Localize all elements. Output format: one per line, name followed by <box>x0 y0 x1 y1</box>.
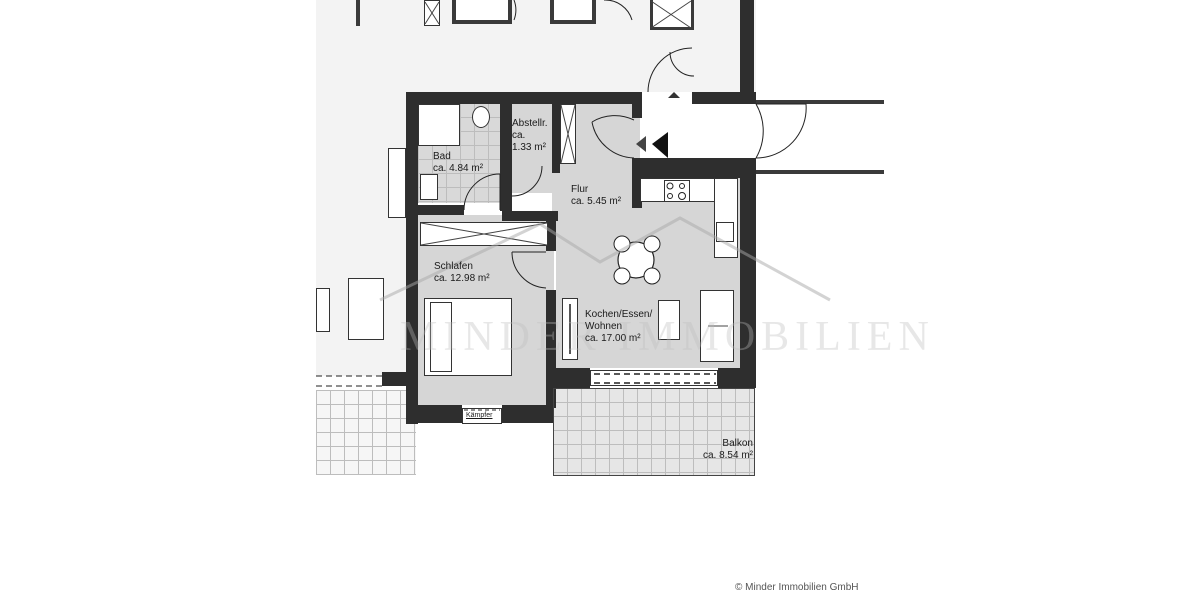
room-bad-name: Bad <box>433 151 451 162</box>
room-abstell-name: Abstellr. <box>512 118 548 129</box>
balkon-fill <box>553 388 755 476</box>
wall-left-stub <box>382 372 410 386</box>
room-abstell-area-1: ca. <box>512 130 526 141</box>
washbasin <box>420 174 438 200</box>
balkon-outline <box>553 388 755 476</box>
corridor-line-top <box>756 100 884 104</box>
room-balkon: Balkon ca. 8.54 m² <box>703 438 753 462</box>
bad-window <box>388 148 406 218</box>
room-flur-area: ca. 5.45 m² <box>571 196 622 207</box>
watermark-text: MINDER IMMOBILIEN <box>400 314 935 360</box>
room-balkon-name: Balkon <box>722 438 753 449</box>
shower <box>418 104 460 146</box>
bed-pillow <box>430 302 452 372</box>
stove <box>664 180 690 202</box>
neighbor-room-3 <box>550 0 596 24</box>
wall-bottom-left <box>406 405 462 423</box>
wall-abstell-right <box>552 103 560 173</box>
room-schlafen: Schlafen ca. 12.98 m² <box>434 261 490 285</box>
room-kochen-name-1: Kochen/Essen/ <box>585 309 653 320</box>
neighbor-terrace <box>316 390 416 475</box>
closet-schlafen <box>420 222 548 246</box>
room-kochen-area: ca. 17.00 m² <box>585 333 641 344</box>
neighbor-item <box>316 288 330 332</box>
room-kochen-name-2: Wohnen <box>585 321 623 332</box>
room-bad-area: ca. 4.84 m² <box>433 163 484 174</box>
wall-bad-bottom <box>418 205 464 215</box>
wall-right <box>740 158 756 388</box>
wall-top <box>406 92 642 104</box>
entry-fill <box>640 103 740 158</box>
wall-schlafen-top <box>502 211 558 221</box>
coffee-table <box>658 300 680 340</box>
wall-entry-left <box>632 92 642 118</box>
wall-schlafen-right-lower <box>546 290 556 408</box>
wall-living-bottom-left <box>554 368 590 388</box>
room-abstell-area-2: 1.33 m² <box>512 142 546 153</box>
neighbor-cabinet <box>348 278 384 340</box>
room-bad: Bad ca. 4.84 m² <box>433 151 483 175</box>
abstell-fill <box>512 103 552 193</box>
wall-left <box>406 92 418 424</box>
toilet <box>472 106 490 128</box>
neighbor-room-2 <box>452 0 512 24</box>
corridor-line-bottom <box>756 170 884 174</box>
room-schlafen-area: ca. 12.98 m² <box>434 273 490 284</box>
room-flur-name: Flur <box>571 184 589 195</box>
room-schlafen-name: Schlafen <box>434 261 473 272</box>
wall-bottom-mid <box>502 405 554 423</box>
wall-bad-abstell <box>500 103 512 211</box>
room-balkon-area: ca. 8.54 m² <box>702 450 753 461</box>
wall-entry-left-lower <box>632 158 642 208</box>
kaempfer-label: Kämpfer <box>466 412 493 419</box>
neighbor-wall-left <box>356 0 360 26</box>
wall-kitchen-top <box>636 158 756 178</box>
wall-living-bottom-right <box>718 368 756 388</box>
room-abstell: Abstellr. ca. 1.33 m² <box>512 118 548 154</box>
room-flur: Flur ca. 5.45 m² <box>571 184 621 208</box>
copyright-notice: © Minder Immobilien GmbH <box>735 582 859 593</box>
kaempfer-window <box>462 408 502 424</box>
wall-right-top <box>740 0 754 104</box>
room-kochen: Kochen/Essen/ Wohnen ca. 17.00 m² <box>585 309 652 345</box>
